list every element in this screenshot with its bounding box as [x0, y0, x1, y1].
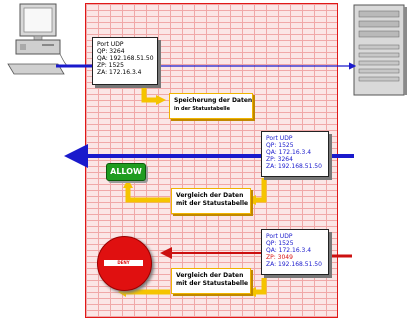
- packet-line: QP: 1525: [266, 240, 294, 247]
- compare-arrow-2: [254, 278, 267, 295]
- packet-line-mismatch: ZP: 3049: [266, 254, 293, 261]
- packet-line: Port UDP: [266, 233, 293, 240]
- note-line: Vergleich der Daten: [176, 192, 244, 199]
- allow-badge: ALLOW: [106, 163, 146, 181]
- deny-sign-icon: DENY: [97, 236, 152, 291]
- packet-line: QA: 192.168.51.50: [97, 55, 154, 62]
- packet-line: ZA: 172.16.3.4: [97, 69, 142, 76]
- note-line: in der Statustabelle: [174, 106, 231, 112]
- packet-line: QP: 3264: [97, 48, 125, 55]
- compare-note-deny: Vergleich der Daten mit der Statustabell…: [171, 268, 251, 294]
- packet-outbound: Port UDP QP: 3264 QA: 192.168.51.50 ZP: …: [92, 37, 158, 85]
- packet-line: ZP: 1525: [97, 62, 124, 69]
- packet-line: ZP: 3264: [266, 156, 293, 163]
- note-line: Speicherung der Daten: [174, 97, 253, 104]
- allow-arrow: [125, 186, 170, 203]
- packet-line: QA: 172.16.3.4: [266, 149, 312, 156]
- note-line: mit der Statustabelle: [176, 280, 249, 287]
- packet-line: ZA: 192.168.51.50: [266, 163, 322, 170]
- packet-line: QA: 172.16.3.4: [266, 247, 312, 254]
- packet-line: QP: 1525: [266, 142, 294, 149]
- packet-line: Port UDP: [97, 41, 124, 48]
- server-icon: [352, 3, 408, 99]
- note-line: mit der Statustabelle: [176, 200, 249, 207]
- packet-return-denied: Port UDP QP: 1525 QA: 172.16.3.4 ZP: 304…: [261, 229, 329, 275]
- compare-note-allow: Vergleich der Daten mit der Statustabell…: [171, 188, 251, 214]
- packet-line: Port UDP: [266, 135, 293, 142]
- compare-arrow-1: [254, 178, 267, 203]
- client-computer-icon: [2, 2, 72, 87]
- store-arrow: [141, 88, 158, 103]
- store-note: Speicherung der Daten in der Statustabel…: [169, 93, 253, 119]
- packet-return-allowed: Port UDP QP: 1525 QA: 172.16.3.4 ZP: 326…: [261, 131, 329, 177]
- deny-label: DENY: [104, 260, 143, 266]
- packet-line: ZA: 192.168.51.50: [266, 261, 322, 268]
- note-line: Vergleich der Daten: [176, 272, 244, 279]
